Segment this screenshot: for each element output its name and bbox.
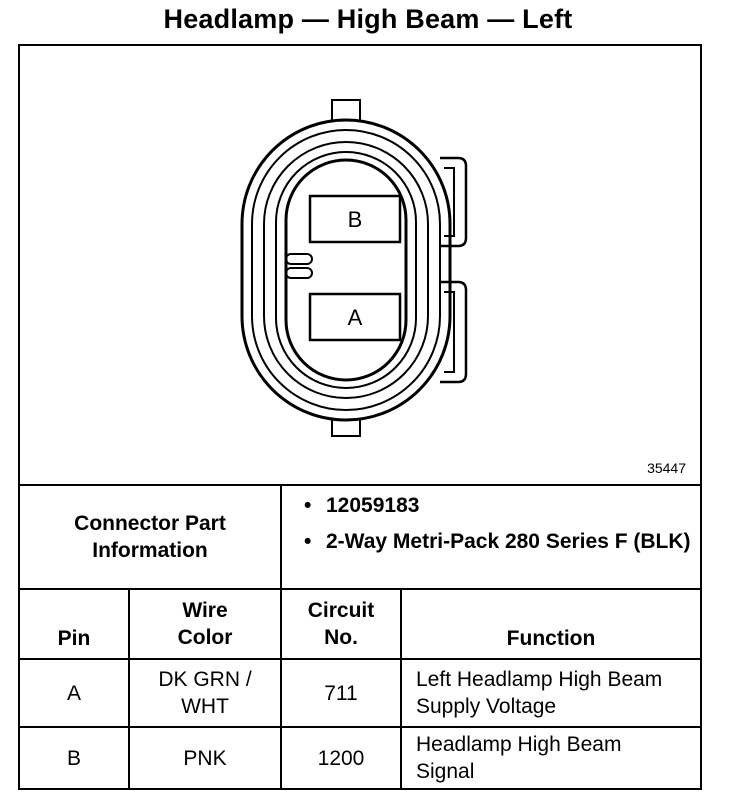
divider: [400, 590, 402, 788]
connector-rim-3: [275, 151, 417, 389]
figure-number: 35447: [647, 460, 686, 476]
part-number-item: • 12059183: [284, 492, 704, 519]
divider: [128, 590, 130, 788]
diagram-title: Headlamp — High Beam — Left: [163, 4, 573, 34]
divider: [280, 486, 282, 588]
header-circuit: Circuit No.: [307, 599, 375, 649]
row-a-function: Left Headlamp High Beam Supply Voltage: [416, 668, 663, 718]
divider: [20, 658, 700, 660]
divider: [20, 588, 700, 590]
connector-rim-1: [251, 129, 441, 411]
connector-series: 2-Way Metri-Pack 280 Series F (BLK): [326, 530, 691, 553]
row-a-circuit: 711: [324, 681, 358, 705]
header-pin: Pin: [57, 627, 91, 650]
connector-rim-2: [263, 141, 429, 399]
bullet-icon: •: [304, 530, 312, 553]
part-info-list: • 12059183 • 2-Way Metri-Pack 280 Series…: [284, 492, 704, 564]
row-b-circuit: 1200: [317, 746, 365, 770]
row-a-wire-color: DK GRN / WHT: [158, 668, 252, 718]
connector-drawing: B A 35447: [20, 46, 700, 486]
polarity-key: [285, 253, 313, 265]
connector-frame: B A 35447 Connector Part Information • 1…: [18, 44, 702, 790]
row-b-pin: B: [66, 746, 81, 770]
latch-upper: [440, 156, 468, 248]
header-function: Function: [506, 627, 596, 650]
pin-a-label: A: [348, 305, 363, 330]
bullet-icon: •: [304, 494, 312, 517]
divider: [20, 726, 700, 728]
row-b-wire-color: PNK: [183, 746, 227, 770]
latch-lower-inner: [444, 291, 455, 373]
latch-lower: [440, 280, 468, 384]
connector-series-item: • 2-Way Metri-Pack 280 Series F (BLK): [284, 528, 704, 555]
polarity-key-lower: [285, 267, 313, 279]
pin-a-cavity: [308, 292, 402, 342]
header-wire-color: Wire Color: [177, 599, 233, 649]
latch-upper-inner: [444, 167, 455, 237]
row-a-pin: A: [66, 681, 81, 705]
pin-b-label: B: [348, 207, 363, 232]
part-info-label: Connector Part Information: [74, 512, 226, 562]
divider: [280, 590, 282, 788]
row-b-function: Headlamp High Beam Signal: [416, 733, 622, 783]
connector-face-drawing: B A: [240, 99, 468, 437]
part-number: 12059183: [326, 494, 420, 517]
pin-b-cavity: [308, 194, 402, 244]
